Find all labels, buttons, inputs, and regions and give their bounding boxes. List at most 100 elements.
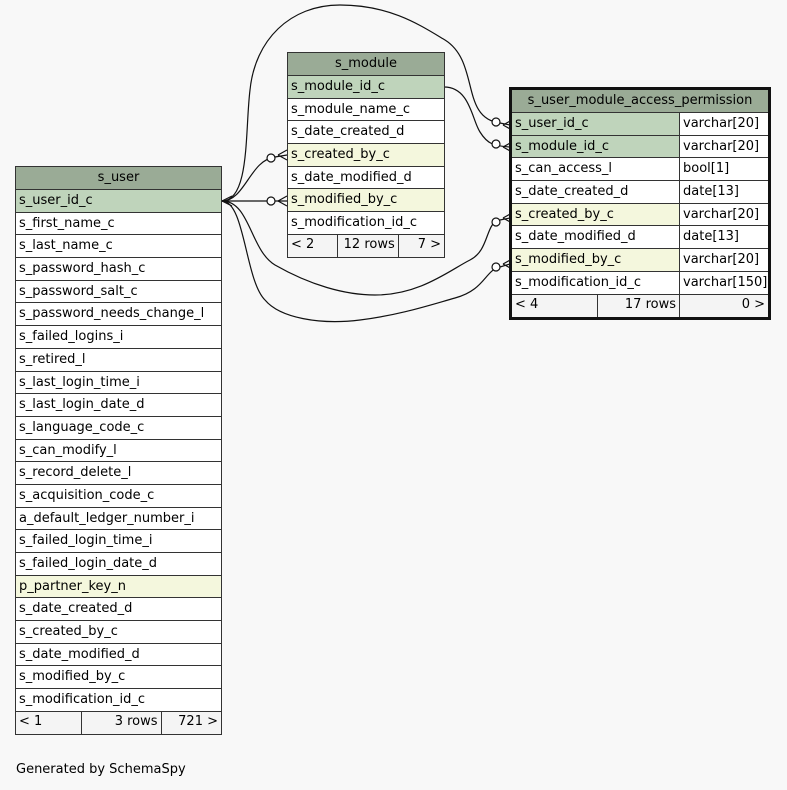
column-row[interactable]: p_partner_key_n [16, 575, 221, 599]
column-type: varchar[20] [679, 113, 768, 135]
rel-user-perm-modified [221, 200, 511, 323]
optional-circle-icon [266, 196, 276, 206]
column-type: varchar[20] [679, 135, 768, 158]
column-name: s_date_modified_d [19, 646, 140, 662]
column-row[interactable]: s_can_modify_l [16, 440, 221, 463]
column-row[interactable]: s_first_name_c [16, 213, 221, 236]
column-row[interactable]: s_modified_by_c [16, 666, 221, 690]
column-type: bool[1] [679, 158, 768, 181]
column-row[interactable]: s_date_created_d date[13] [512, 181, 768, 204]
children-link[interactable]: 721 > [178, 713, 218, 729]
column-row[interactable]: s_date_created_d [288, 121, 444, 145]
optional-circle-icon [491, 262, 501, 272]
column-row[interactable]: s_module_id_c [288, 76, 444, 99]
table-s-module[interactable]: s_module s_module_id_c s_module_name_c s_da… [287, 52, 445, 258]
column-row[interactable]: s_date_modified_d [16, 644, 221, 667]
column-row[interactable]: s_modification_id_c [288, 212, 444, 235]
table-title[interactable]: s_user_module_access_permission [512, 90, 768, 113]
rel-module-perm-module-id [443, 86, 511, 148]
column-name: s_password_hash_c [19, 261, 146, 277]
column-row[interactable]: s_date_created_d [16, 598, 221, 622]
column-name: s_user_id_c [515, 116, 589, 131]
column-name: s_module_id_c [291, 79, 386, 94]
column-name: s_password_salt_c [19, 283, 138, 299]
column-row[interactable]: a_default_ledger_number_i [16, 508, 221, 531]
column-row[interactable]: s_failed_login_date_d [16, 553, 221, 576]
row-count: 17 rows [598, 294, 680, 317]
table-title[interactable]: s_user [16, 167, 221, 190]
rel-user-perm-user-id [221, 4, 511, 202]
column-row[interactable]: s_record_delete_l [16, 462, 221, 485]
column-row[interactable]: s_password_hash_c [16, 258, 221, 281]
column-row[interactable]: s_created_by_c [288, 144, 444, 167]
column-row[interactable]: s_created_by_c [16, 621, 221, 644]
children-link[interactable]: 7 > [417, 236, 441, 252]
column-name: s_language_code_c [19, 419, 145, 435]
column-row[interactable]: s_retired_l [16, 349, 221, 372]
column-name: s_date_created_d [515, 184, 629, 200]
column-row[interactable]: s_acquisition_code_c [16, 485, 221, 508]
column-name: s_first_name_c [19, 215, 115, 231]
column-name: s_last_login_time_i [19, 374, 140, 390]
column-row[interactable]: s_last_login_date_d [16, 394, 221, 417]
column-name: s_can_modify_l [19, 442, 117, 458]
column-row[interactable]: s_last_name_c [16, 235, 221, 259]
column-name: s_last_login_date_d [19, 397, 145, 413]
column-name: s_module_id_c [515, 138, 610, 154]
column-name: s_record_delete_l [19, 465, 132, 481]
generated-by-label: Generated by SchemaSpy [16, 762, 186, 777]
column-name: s_password_needs_change_l [19, 306, 205, 322]
column-type: varchar[150] [679, 271, 768, 294]
optional-circle-icon [491, 117, 501, 127]
column-row[interactable]: s_modification_id_c [16, 689, 221, 712]
column-row[interactable]: s_failed_logins_i [16, 326, 221, 349]
optional-circle-icon [266, 153, 276, 163]
column-name: s_failed_login_date_d [19, 556, 158, 571]
column-row[interactable]: s_date_modified_d [288, 167, 444, 190]
rel-user-perm-created [221, 200, 511, 296]
column-name: s_date_created_d [19, 601, 133, 617]
column-name: p_partner_key_n [19, 578, 126, 594]
table-title[interactable]: s_module [288, 53, 444, 76]
column-type: date[13] [679, 226, 768, 249]
parents-link[interactable]: < 2 [288, 234, 338, 257]
column-row[interactable]: s_password_salt_c [16, 281, 221, 304]
column-name: s_date_modified_d [291, 169, 412, 185]
column-name: s_retired_l [19, 351, 86, 367]
row-count: 3 rows [82, 711, 162, 734]
rel-user-module-created [221, 154, 288, 202]
column-row[interactable]: s_user_id_c [16, 190, 221, 213]
column-row[interactable]: s_failed_login_time_i [16, 530, 221, 553]
column-row[interactable]: s_module_name_c [288, 99, 444, 122]
column-type: date[13] [679, 181, 768, 203]
column-name: s_failed_login_time_i [19, 533, 153, 549]
crows-foot-icon [277, 149, 288, 161]
column-row[interactable]: s_user_id_c varchar[20] [512, 113, 768, 136]
children-link[interactable]: 0 > [741, 296, 765, 312]
column-row[interactable]: s_module_id_c varchar[20] [512, 135, 768, 159]
column-name: s_failed_logins_i [19, 329, 124, 345]
column-row[interactable]: s_password_needs_change_l [16, 303, 221, 327]
column-row[interactable]: s_language_code_c [16, 417, 221, 440]
column-name: s_modification_id_c [515, 274, 641, 290]
column-name: s_created_by_c [515, 206, 614, 222]
column-row[interactable]: s_modification_id_c varchar[150] [512, 271, 768, 295]
column-row[interactable]: s_last_login_time_i [16, 372, 221, 395]
parents-link[interactable]: < 4 [512, 294, 598, 317]
parents-link[interactable]: < 1 [16, 711, 82, 734]
optional-circle-icon [491, 139, 501, 149]
column-name: s_date_created_d [291, 124, 405, 140]
column-name: s_created_by_c [291, 147, 390, 163]
column-row[interactable]: s_modified_by_c [288, 189, 444, 213]
column-name: s_modification_id_c [291, 215, 417, 231]
